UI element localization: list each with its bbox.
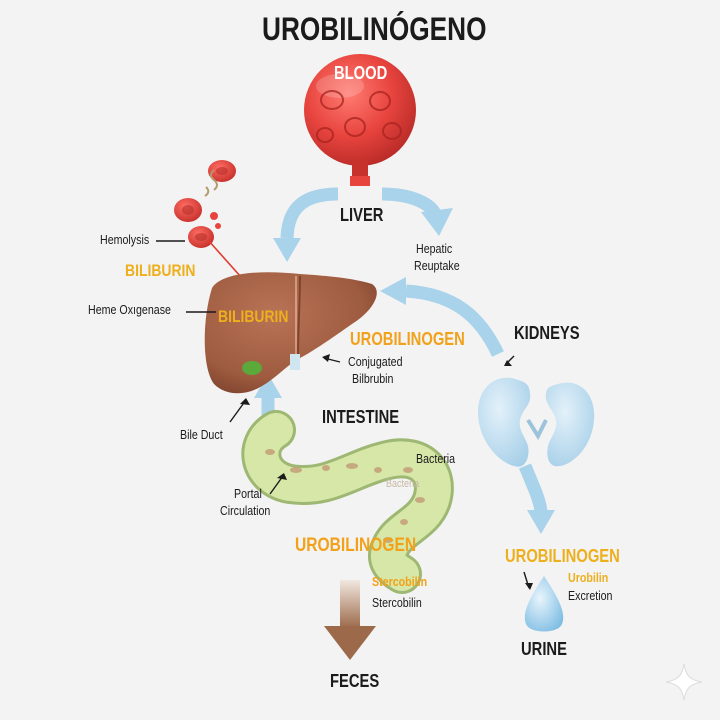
liver-organ	[204, 272, 377, 394]
label-biliburin-left: BILIBURIN	[125, 261, 196, 280]
label-bacteria-faint: Bacteria	[386, 478, 420, 490]
node-blood: BLOOD	[334, 63, 388, 83]
blood-cell-sphere	[304, 54, 416, 186]
kidneys-organ	[478, 377, 595, 467]
label-urobilin: Urobilin	[568, 570, 609, 585]
label-hepatic-line1: Hepatic	[416, 241, 453, 256]
node-intestine: INTESTINE	[322, 407, 400, 427]
arrow-kidneys-to-liver	[380, 277, 504, 357]
droplet-icon	[524, 576, 564, 632]
label-heme-oxygenase: Heme Oxıgenase	[88, 302, 171, 317]
label-biliburin-liver: BILIBURIN	[218, 307, 289, 326]
label-excretion: Excretion	[568, 588, 613, 603]
sparkle-icon	[665, 663, 703, 701]
label-hepatic-line2: Reuptake	[414, 258, 460, 273]
arrow-blood-to-liver	[273, 187, 339, 262]
arrow-liver-to-hepatic	[381, 187, 453, 236]
label-urobilinogen-liver: UROBILINOGEN	[350, 329, 465, 349]
diagram-title: UROBILINÓGENO	[262, 11, 487, 47]
label-conjugated-line1: Conjugated	[348, 354, 403, 369]
arrow-kidneys-to-urine	[518, 463, 555, 534]
node-liver: LIVER	[340, 205, 384, 225]
label-stercobilin-orange: Stercobilin	[372, 574, 428, 589]
label-conjugated-line2: Bilbrubin	[352, 371, 394, 386]
label-urobilinogen-kidney: UROBILINOGEN	[505, 546, 620, 566]
arrow-intestine-to-feces	[324, 580, 376, 660]
label-portal-line1: Portal	[234, 486, 262, 501]
node-feces: FECES	[330, 671, 380, 691]
label-portal-line2: Circulation	[220, 503, 271, 518]
label-bile-duct: Bile Duct	[180, 427, 223, 442]
label-stercobilin-black: Stercobilin	[372, 595, 422, 610]
node-kidneys: KIDNEYS	[514, 323, 580, 343]
node-urine: URINE	[521, 639, 567, 659]
label-bacteria: Bacteria	[416, 451, 456, 466]
leader-arrowheads	[240, 354, 533, 590]
label-urobilinogen-intestine: UROBILINOGEN	[295, 535, 417, 556]
intestine-organ	[241, 410, 454, 594]
label-hemolysis: Hemolysis	[100, 232, 150, 247]
